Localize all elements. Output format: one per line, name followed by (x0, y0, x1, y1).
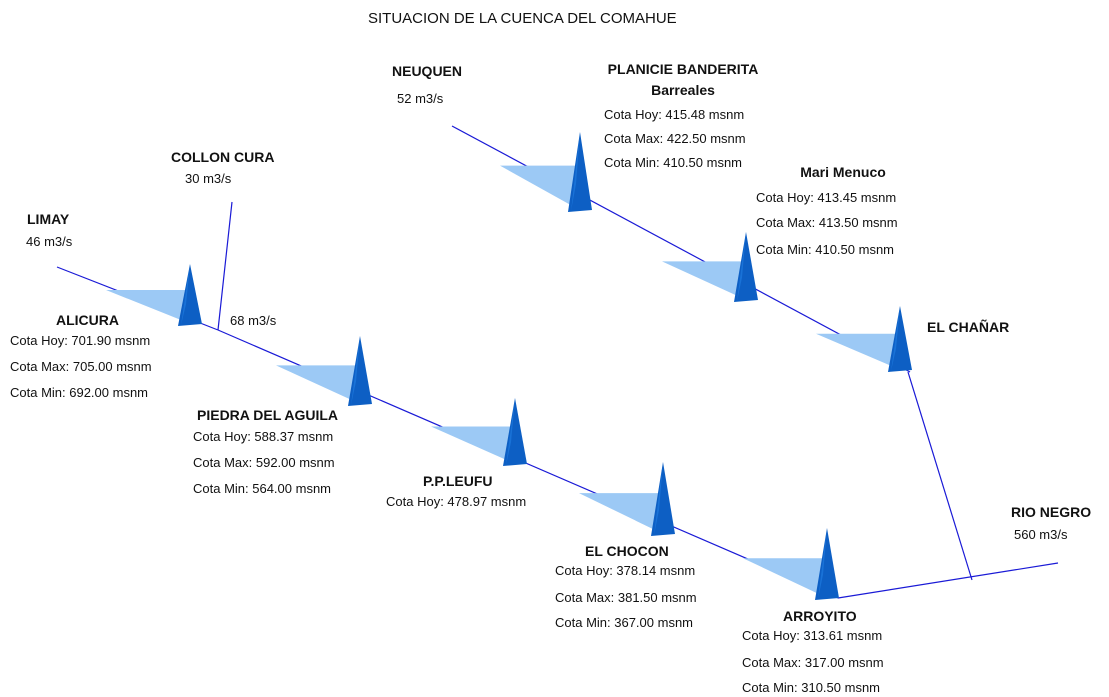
river-limay-label: LIMAY (27, 211, 70, 227)
dam-alicura-highlight (181, 264, 190, 325)
mari-menuco-cota-max: Cota Max: 413.50 msnm (756, 215, 898, 230)
dam-el-chanar-label: EL CHAÑAR (927, 319, 1010, 335)
limay-confluence-flow: 68 m3/s (230, 313, 277, 328)
dam-planicie-banderita-label: PLANICIE BANDERITA (607, 61, 759, 77)
river-collon-cura-flow: 30 m3/s (185, 171, 232, 186)
ppleufu-cota-hoy: Cota Hoy: 478.97 msnm (386, 494, 527, 509)
dam-barreales-label: Barreales (651, 82, 715, 98)
reservoir-arroyito (743, 558, 823, 596)
piedra-del-aguila-cota-max: Cota Max: 592.00 msnm (193, 455, 335, 470)
dam-mari-menuco-highlight (737, 232, 746, 301)
reservoir-alicura (106, 290, 186, 322)
river-neuquen-lower-line (907, 371, 973, 581)
reservoirs (106, 165, 896, 596)
piedra-del-aguila-cota-hoy: Cota Hoy: 588.37 msnm (193, 429, 334, 444)
alicura-cota-max: Cota Max: 705.00 msnm (10, 359, 152, 374)
dam-el-chocon-label: EL CHOCON (585, 543, 669, 559)
river-collon-cura-label: COLLON CURA (171, 149, 275, 165)
river-rio-negro-flow: 560 m3/s (1014, 527, 1068, 542)
dams (178, 132, 912, 600)
arroyito-cota-max: Cota Max: 317.00 msnm (742, 655, 884, 670)
planicie-banderita-cota-max: Cota Max: 422.50 msnm (604, 131, 746, 146)
dam-piedra-del-aguila-label: PIEDRA DEL AGUILA (197, 407, 339, 423)
dam-el-chanar-highlight (891, 306, 900, 371)
dam-arroyito-highlight (818, 528, 827, 599)
dam-el-chocon-highlight (654, 462, 663, 535)
piedra-del-aguila-cota-min: Cota Min: 564.00 msnm (193, 481, 332, 496)
river-neuquen-flow: 52 m3/s (397, 91, 444, 106)
alicura-cota-min: Cota Min: 692.00 msnm (10, 385, 149, 400)
dam-ppleufu-highlight (506, 398, 515, 465)
el-chocon-cota-max: Cota Max: 381.50 msnm (555, 590, 697, 605)
planicie-banderita-cota-hoy: Cota Hoy: 415.48 msnm (604, 107, 745, 122)
dam-ppleufu-label: P.P.LEUFU (423, 473, 493, 489)
river-rio-negro-label: RIO NEGRO (1011, 504, 1092, 520)
reservoir-piedra-del-aguila (276, 365, 356, 402)
reservoir-ppleufu (431, 426, 511, 462)
el-chocon-cota-hoy: Cota Hoy: 378.14 msnm (555, 563, 696, 578)
reservoir-mari-menuco (662, 261, 742, 298)
diagram-title: SITUACION DE LA CUENCA DEL COMAHUE (368, 10, 677, 27)
dam-arroyito-label: ARROYITO (783, 608, 857, 624)
river-neuquen-label: NEUQUEN (392, 63, 463, 79)
dam-mari-menuco-label: Mari Menuco (800, 164, 886, 180)
mari-menuco-cota-hoy: Cota Hoy: 413.45 msnm (756, 190, 897, 205)
river-limay-flow: 46 m3/s (26, 234, 73, 249)
reservoir-el-chanar (816, 333, 896, 368)
river-collon-cura-line (217, 201, 233, 331)
dam-piedra-del-aguila-highlight (351, 336, 360, 405)
planicie-banderita-cota-min: Cota Min: 410.50 msnm (604, 155, 743, 170)
alicura-cota-hoy: Cota Hoy: 701.90 msnm (10, 333, 151, 348)
reservoir-planicie-banderita (500, 165, 576, 208)
arroyito-cota-hoy: Cota Hoy: 313.61 msnm (742, 628, 883, 643)
dam-alicura-label: ALICURA (56, 312, 119, 328)
arroyito-cota-min: Cota Min: 310.50 msnm (742, 680, 881, 695)
dam-planicie-banderita-highlight (571, 132, 580, 211)
el-chocon-cota-min: Cota Min: 367.00 msnm (555, 615, 694, 630)
reservoir-el-chocon (579, 493, 659, 532)
mari-menuco-cota-min: Cota Min: 410.50 msnm (756, 242, 895, 257)
river-rio-negro-line (837, 562, 1059, 599)
